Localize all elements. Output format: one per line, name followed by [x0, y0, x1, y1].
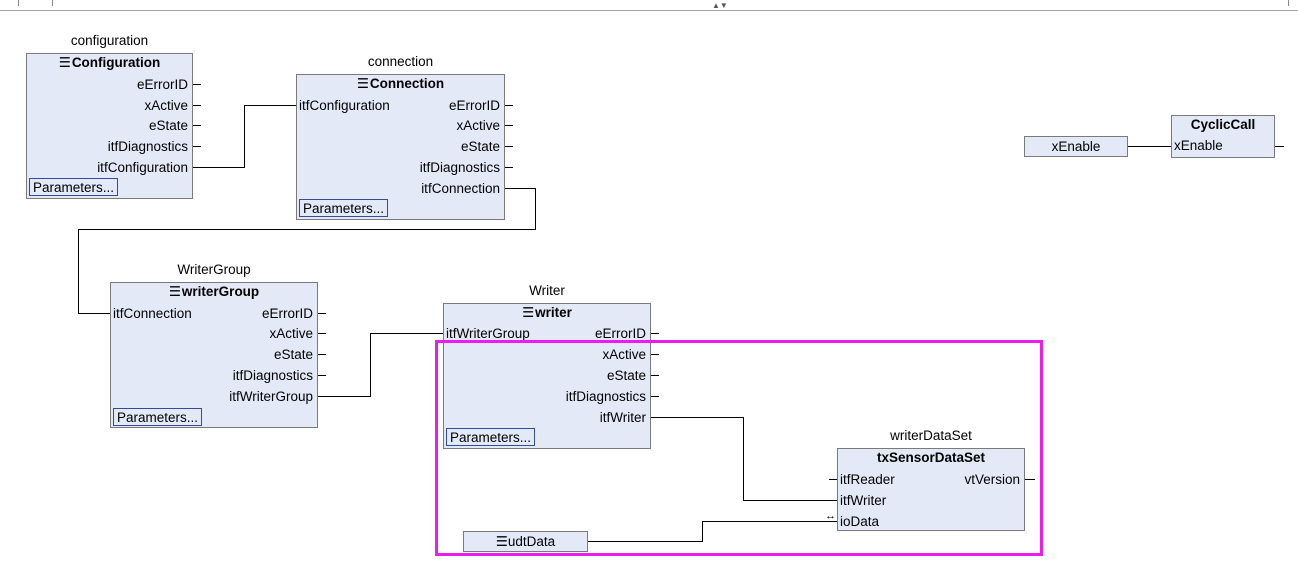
strip-tick — [1288, 0, 1289, 6]
output-pin-estate[interactable]: eState — [460, 139, 500, 154]
parameters-button[interactable]: Parameters... — [446, 428, 536, 446]
input-pin-itfconfiguration[interactable]: itfConfiguration — [299, 98, 390, 113]
list-icon: ☰ — [58, 55, 71, 70]
output-pin-itfdiagnostics[interactable]: itfDiagnostics — [565, 389, 646, 404]
strip-tick — [18, 0, 19, 6]
output-pin-itfconnection[interactable]: itfConnection — [421, 181, 500, 196]
wire-writergroup-to-writer — [318, 333, 443, 397]
list-icon: ☰ — [168, 284, 181, 299]
output-pin-itfwritergroup[interactable]: itfWriterGroup — [229, 389, 313, 404]
bidirectional-arrow-icon: ↔ — [825, 510, 836, 522]
block-type-name: ☰Connection — [297, 76, 504, 92]
block-instance-name: writerDataSet — [890, 428, 972, 443]
output-pin-xactive[interactable]: xActive — [456, 118, 500, 133]
writerdataset-block[interactable]: writerDataSet txSensorDataSet itfReader … — [837, 428, 1025, 531]
wire-writer-to-dataset — [651, 417, 837, 501]
wire-config-to-connection — [193, 105, 296, 168]
configuration-block[interactable]: configuration ☰Configuration eErrorID xA… — [26, 33, 193, 199]
parameters-button[interactable]: Parameters... — [113, 408, 203, 426]
xenable-variable[interactable]: xEnable — [1024, 136, 1128, 157]
list-icon: ☰ — [522, 305, 535, 320]
udtdata-label: udtData — [507, 534, 556, 549]
block-type-name: ☰writer — [444, 305, 650, 321]
output-pin-vtversion[interactable]: vtVersion — [964, 472, 1020, 487]
output-pin-itfdiagnostics[interactable]: itfDiagnostics — [107, 139, 188, 154]
block-type-label: writer — [535, 305, 572, 320]
wire-connection-to-writergroup — [78, 188, 536, 314]
input-pin-itfreader[interactable]: itfReader — [840, 472, 895, 487]
inout-pin-iodata[interactable]: ioData — [840, 514, 880, 529]
splitter-arrows-icon[interactable]: ▲▼ — [712, 1, 728, 10]
block-instance-name: configuration — [70, 33, 149, 48]
parameters-button[interactable]: Parameters... — [299, 199, 389, 217]
block-instance-name: Writer — [529, 283, 565, 298]
highlight-rectangle — [435, 340, 1043, 556]
output-pin-xactive[interactable]: xActive — [144, 98, 188, 113]
cycliccall-block[interactable]: CyclicCall xEnable — [1171, 115, 1275, 158]
list-icon: ☰ — [356, 76, 369, 91]
parameters-button[interactable]: Parameters... — [29, 178, 119, 196]
output-pin-eerrorid[interactable]: eErrorID — [261, 306, 313, 321]
block-type-name: txSensorDataSet — [876, 450, 986, 465]
block-instance-name: connection — [367, 54, 434, 69]
input-pin-itfwritergroup[interactable]: itfWriterGroup — [446, 326, 530, 341]
block-type-name: ☰writerGroup — [111, 284, 317, 300]
strip-tick — [52, 0, 53, 6]
output-pin-xactive[interactable]: xActive — [602, 347, 646, 362]
output-pin-estate[interactable]: eState — [606, 368, 646, 383]
input-pin-itfwriter[interactable]: itfWriter — [840, 493, 887, 508]
connection-block[interactable]: connection ☰Connection itfConfiguration … — [296, 54, 505, 220]
list-icon: ☰ — [495, 534, 508, 549]
input-pin-itfconnection[interactable]: itfConnection — [113, 306, 192, 321]
block-type-name: CyclicCall — [1190, 117, 1256, 132]
output-pin-eerrorid[interactable]: eErrorID — [594, 326, 646, 341]
output-pin-itfwriter[interactable]: itfWriter — [599, 410, 646, 425]
output-pin-itfdiagnostics[interactable]: itfDiagnostics — [232, 368, 313, 383]
block-instance-name: WriterGroup — [177, 262, 251, 277]
editor-top-strip — [0, 0, 1298, 11]
block-type-name: ☰Configuration — [27, 55, 192, 71]
output-pin-eerrorid[interactable]: eErrorID — [448, 98, 500, 113]
writer-block[interactable]: Writer ☰writer itfWriterGroup eErrorID x… — [443, 283, 651, 449]
block-type-label: Configuration — [71, 55, 161, 70]
block-type-label: Connection — [369, 76, 445, 91]
writergroup-block[interactable]: WriterGroup ☰writerGroup itfConnection e… — [110, 262, 318, 428]
input-pin-xenable[interactable]: xEnable — [1174, 138, 1223, 153]
udtdata-variable[interactable]: ☰udtData — [463, 531, 588, 552]
output-pin-xactive[interactable]: xActive — [269, 326, 313, 341]
output-pin-itfdiagnostics[interactable]: itfDiagnostics — [419, 160, 500, 175]
output-pin-estate[interactable]: eState — [273, 347, 313, 362]
output-pin-eerrorid[interactable]: eErrorID — [136, 77, 188, 92]
output-pin-itfconfiguration[interactable]: itfConfiguration — [97, 160, 188, 175]
wire-udtdata-to-dataset — [588, 521, 837, 542]
block-type-label: writerGroup — [181, 284, 260, 299]
output-pin-estate[interactable]: eState — [148, 118, 188, 133]
